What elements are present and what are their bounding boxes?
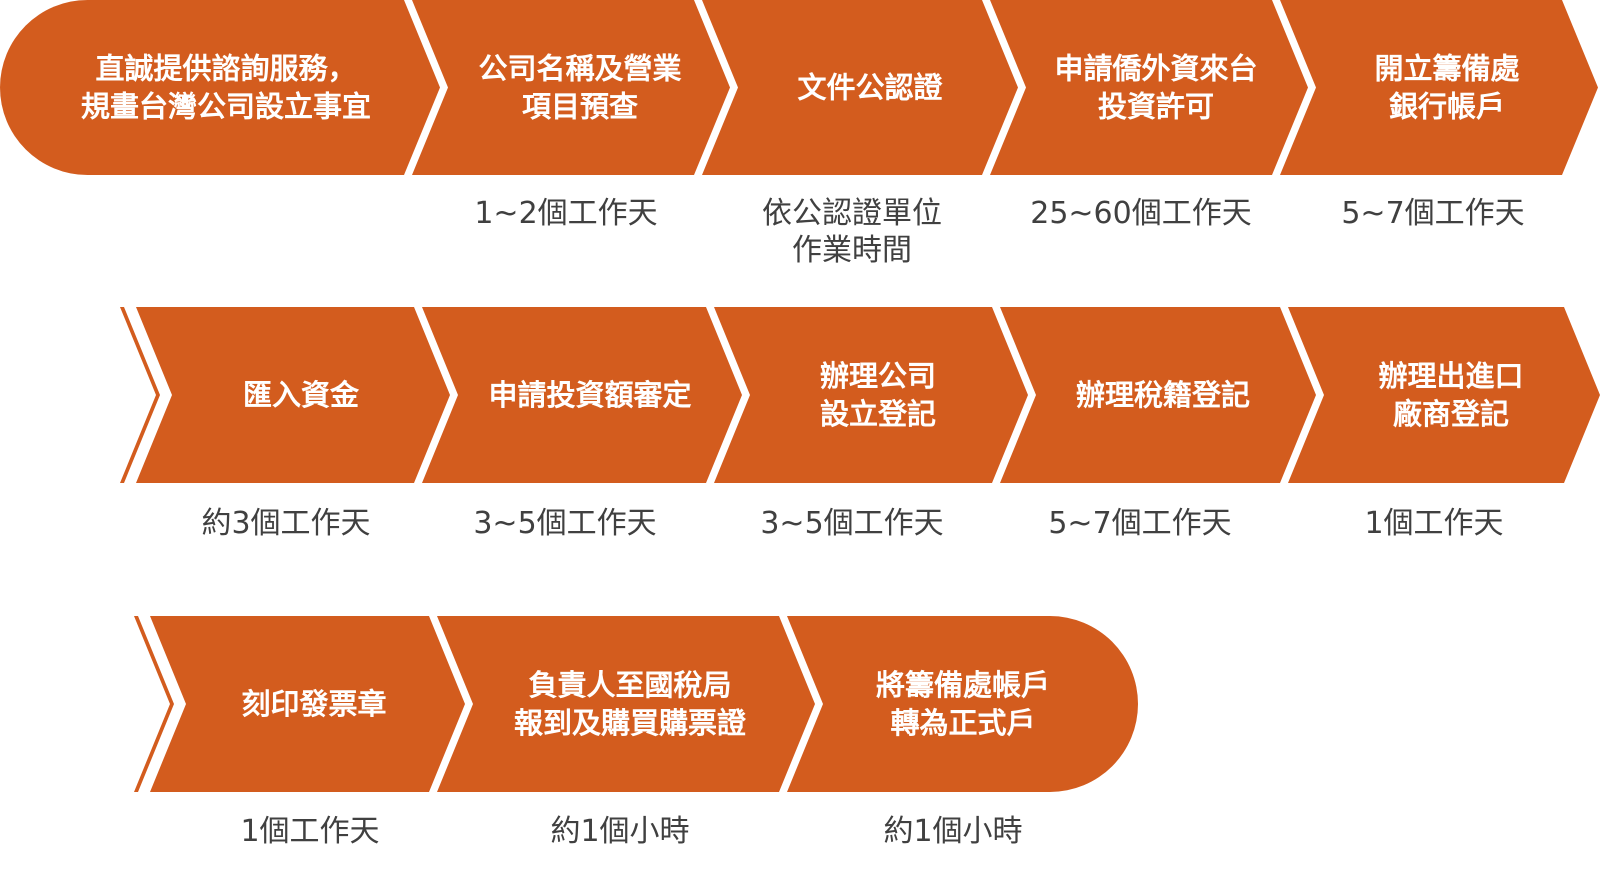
step-label: 轉為正式戶 xyxy=(890,706,1035,740)
step-shape xyxy=(412,0,730,175)
step-shape xyxy=(1288,307,1600,483)
step-label: 公司名稱及營業 xyxy=(478,52,681,86)
step-label: 負責人至國稅局 xyxy=(528,668,731,702)
step-shape xyxy=(1000,307,1316,483)
step-label: 規畫台灣公司設立事宜 xyxy=(81,90,371,124)
step-shape xyxy=(150,616,465,792)
step-duration: 約1個小時 xyxy=(550,814,689,849)
step-duration: 1個工作天 xyxy=(1364,506,1503,541)
step-label: 申請投資額審定 xyxy=(488,378,691,412)
step-1-1: 直誠提供諮詢服務， 規畫台灣公司設立事宜 xyxy=(0,0,440,175)
step-label: 辦理出進口 xyxy=(1378,359,1523,393)
step-label: 辦理公司 xyxy=(820,359,936,393)
step-shape xyxy=(437,616,815,792)
step-duration: 3~5個工作天 xyxy=(760,506,943,541)
step-shape xyxy=(136,307,450,483)
step-label: 文件公認證 xyxy=(797,71,943,105)
step-label: 刻印發票章 xyxy=(241,687,386,721)
step-duration: 依公認證單位 xyxy=(762,196,942,231)
step-label: 開立籌備處 xyxy=(1374,52,1519,86)
step-shape xyxy=(422,307,742,483)
step-duration: 5~7個工作天 xyxy=(1341,196,1524,231)
step-shape xyxy=(702,0,1018,175)
step-2-4: 辦理稅籍登記 5~7個工作天 xyxy=(1000,307,1316,541)
step-duration: 約1個小時 xyxy=(883,814,1022,849)
step-label: 廠商登記 xyxy=(1393,397,1509,431)
step-label: 項目預查 xyxy=(522,90,638,124)
step-label: 報到及購買購票證 xyxy=(514,706,747,740)
step-shape xyxy=(990,0,1308,175)
step-label: 申請僑外資來台 xyxy=(1054,52,1257,86)
step-label: 投資許可 xyxy=(1098,90,1214,124)
step-label: 銀行帳戶 xyxy=(1389,90,1505,124)
step-2-2: 申請投資額審定 3~5個工作天 xyxy=(422,307,742,541)
step-duration: 約3個工作天 xyxy=(201,506,370,541)
step-duration: 5~7個工作天 xyxy=(1048,506,1231,541)
step-duration: 25~60個工作天 xyxy=(1030,196,1251,231)
step-duration: 1~2個工作天 xyxy=(474,196,657,231)
step-duration: 作業時間 xyxy=(792,233,912,268)
step-label: 直誠提供諮詢服務， xyxy=(95,52,356,86)
step-label: 匯入資金 xyxy=(243,378,360,412)
step-label: 設立登記 xyxy=(820,397,936,431)
step-shape xyxy=(0,0,440,175)
step-label: 將籌備處帳戶 xyxy=(876,668,1050,702)
step-label: 辦理稅籍登記 xyxy=(1076,378,1250,412)
step-shape xyxy=(714,307,1028,483)
step-duration: 1個工作天 xyxy=(240,814,379,849)
step-shape xyxy=(787,616,1138,792)
step-duration: 3~5個工作天 xyxy=(473,506,656,541)
step-3-1: 刻印發票章 1個工作天 xyxy=(134,616,465,849)
step-shape xyxy=(1280,0,1598,175)
